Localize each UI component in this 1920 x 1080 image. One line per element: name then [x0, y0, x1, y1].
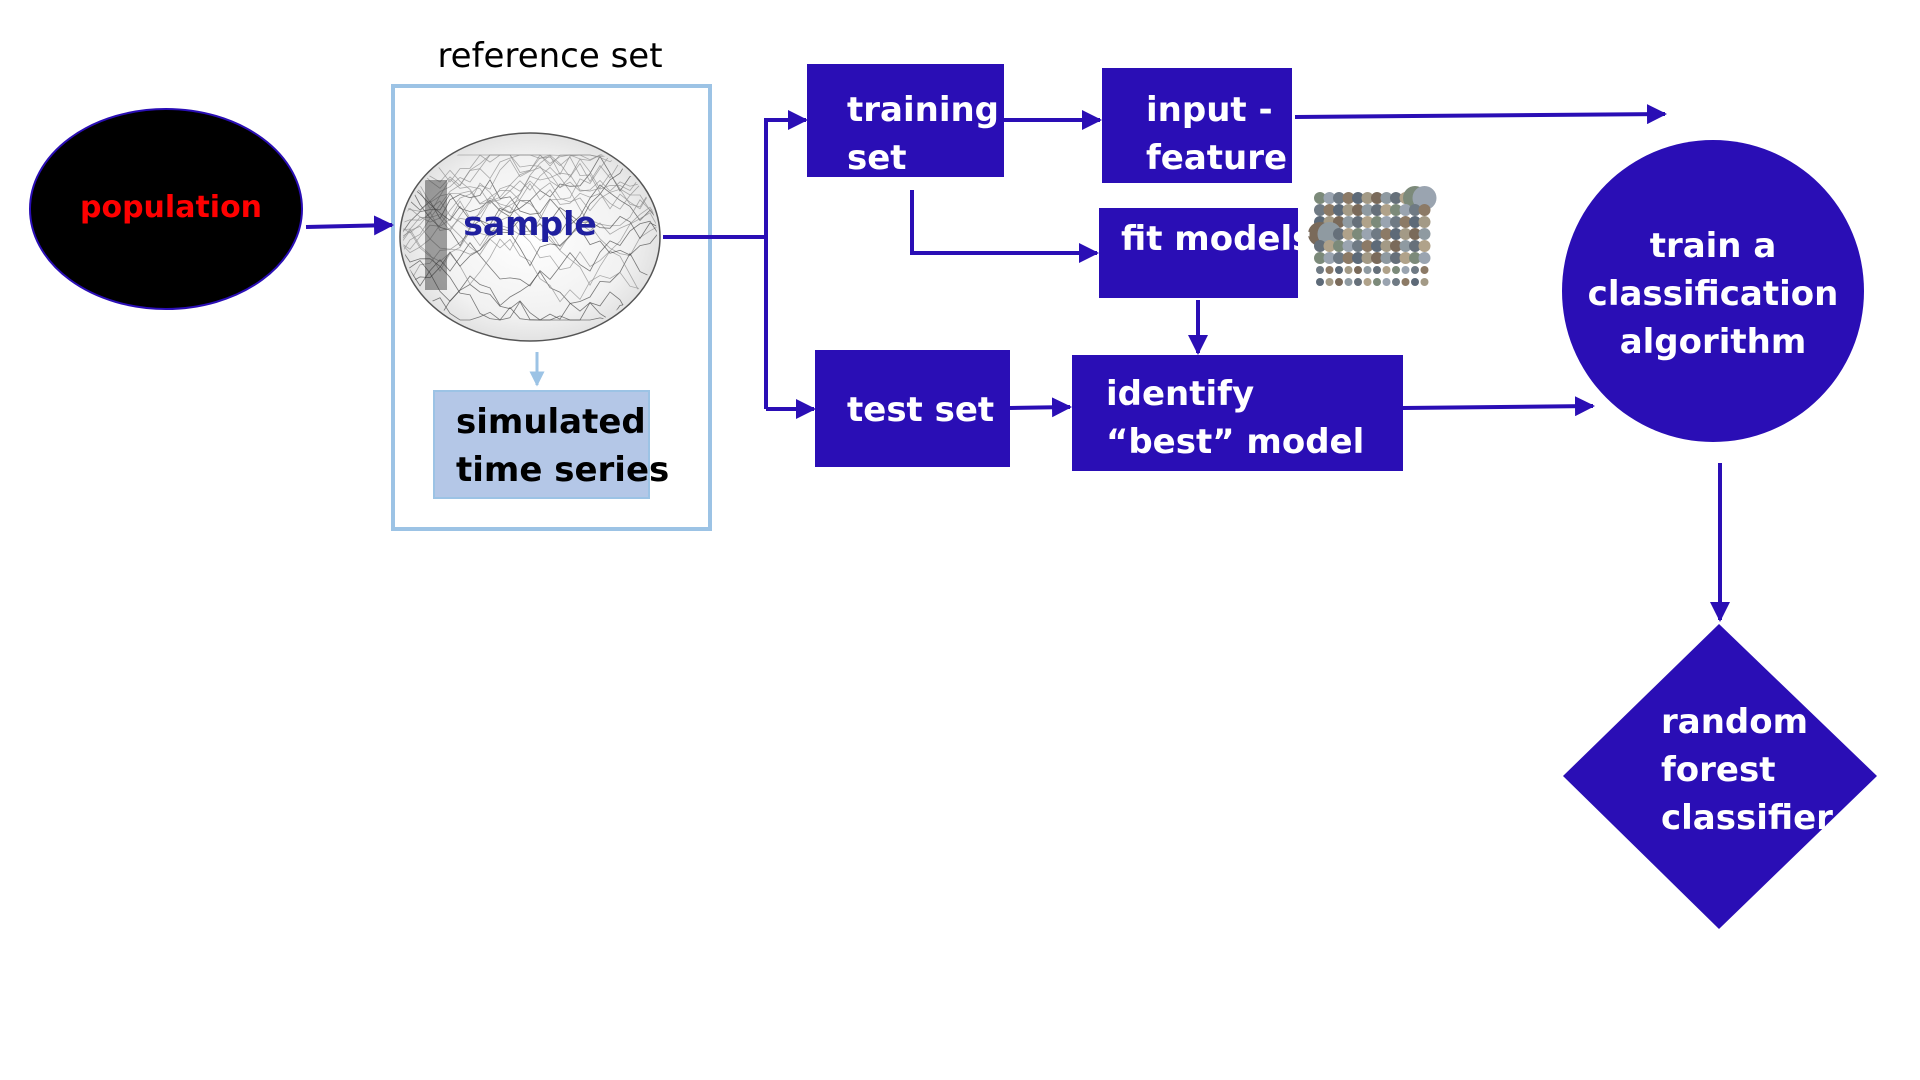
train-classification-node [1562, 140, 1864, 442]
training-set-node [807, 64, 1004, 177]
random-forest-classifier-label: random forest classifier [1661, 702, 1833, 838]
population-node [29, 108, 303, 310]
test-set-node [815, 350, 1010, 467]
random-forest-classifier-node [1563, 624, 1877, 929]
input-to-right-arrow [1294, 104, 1667, 125]
input-feature-node [1102, 68, 1292, 183]
time-series-texture [403, 154, 657, 321]
split-to-training-arrow [764, 110, 808, 409]
simulated-time-series-node [433, 390, 650, 499]
test-to-identify-arrow [1009, 397, 1072, 418]
reference-set-frame [391, 84, 712, 531]
training-set-label: training set [847, 90, 1000, 178]
population-label: population [80, 190, 263, 225]
sample-label: sample [463, 204, 597, 243]
simulated-time-series-label: simulated time series [456, 402, 670, 490]
identify-to-train-arrow [1402, 396, 1595, 417]
fit-models-label: fit models [1121, 219, 1313, 259]
test-set-label: test set [847, 390, 995, 430]
train-classification-label: train a classification algorithm [1587, 226, 1839, 362]
training-to-fit-arrow [910, 190, 1099, 263]
fit-models-node [1099, 208, 1298, 298]
reference-set-label: reference set [437, 36, 663, 76]
identify-best-model-label: identify “best” model [1106, 374, 1365, 462]
population-to-sample-arrow [305, 215, 394, 236]
input-feature-label: input - feature [1146, 90, 1288, 178]
identify-best-model-node [1072, 355, 1403, 471]
model-grid-thumbnail [1308, 186, 1437, 286]
